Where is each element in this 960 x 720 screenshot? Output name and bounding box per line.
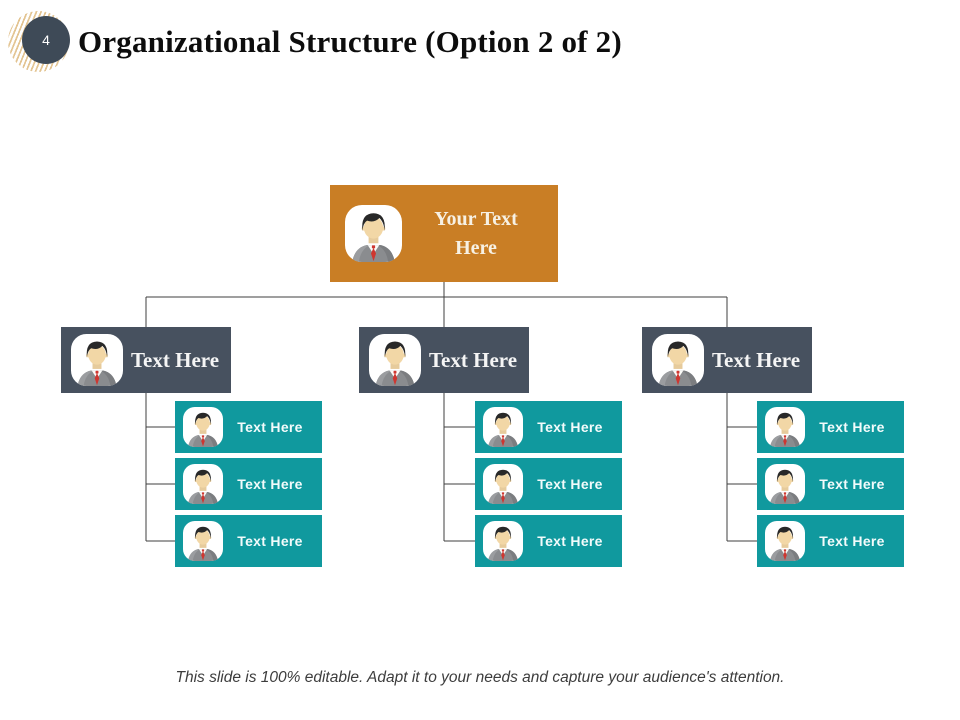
- org-node-label: Text Here: [237, 419, 303, 435]
- person-avatar-icon: [765, 464, 805, 504]
- person-avatar-icon: [483, 464, 523, 504]
- org-node-label: Text Here: [819, 533, 885, 549]
- org-node-label: Text Here: [130, 347, 220, 372]
- org-node-label: Text Here: [537, 476, 603, 492]
- person-avatar-icon: [369, 334, 421, 386]
- org-node-manager-3[interactable]: Text Here: [642, 327, 812, 393]
- person-avatar-icon: [765, 521, 805, 561]
- person-avatar-icon: [483, 407, 523, 447]
- org-node-member[interactable]: Text Here: [475, 515, 622, 567]
- org-node-label: Text Here: [819, 476, 885, 492]
- person-avatar-icon: [345, 205, 402, 262]
- org-node-member[interactable]: Text Here: [175, 458, 322, 510]
- person-avatar-icon: [183, 464, 223, 504]
- slide-title: Organizational Structure (Option 2 of 2): [78, 24, 622, 59]
- person-avatar-icon: [183, 521, 223, 561]
- org-node-manager-2[interactable]: Text Here: [359, 327, 529, 393]
- org-node-label: Text Here: [537, 533, 603, 549]
- org-node-label: Your Text Here: [434, 207, 518, 259]
- org-node-manager-1[interactable]: Text Here: [61, 327, 231, 393]
- person-avatar-icon: [183, 407, 223, 447]
- person-avatar-icon: [652, 334, 704, 386]
- org-node-label: Text Here: [428, 347, 518, 372]
- org-node-member[interactable]: Text Here: [475, 458, 622, 510]
- org-node-root[interactable]: Your Text Here: [330, 185, 558, 282]
- page-number-badge: 4: [22, 16, 70, 64]
- org-node-member[interactable]: Text Here: [757, 515, 904, 567]
- footer-note: This slide is 100% editable. Adapt it to…: [175, 669, 785, 686]
- org-node-member[interactable]: Text Here: [475, 401, 622, 453]
- org-node-member[interactable]: Text Here: [175, 401, 322, 453]
- org-node-label: Text Here: [237, 476, 303, 492]
- org-node-member[interactable]: Text Here: [175, 515, 322, 567]
- org-node-label: Text Here: [711, 347, 801, 372]
- person-avatar-icon: [71, 334, 123, 386]
- person-avatar-icon: [483, 521, 523, 561]
- org-node-label: Text Here: [537, 419, 603, 435]
- org-node-member[interactable]: Text Here: [757, 401, 904, 453]
- org-node-label: Text Here: [819, 419, 885, 435]
- person-avatar-icon: [765, 407, 805, 447]
- org-node-label: Text Here: [237, 533, 303, 549]
- page-number: 4: [42, 32, 50, 48]
- org-node-member[interactable]: Text Here: [757, 458, 904, 510]
